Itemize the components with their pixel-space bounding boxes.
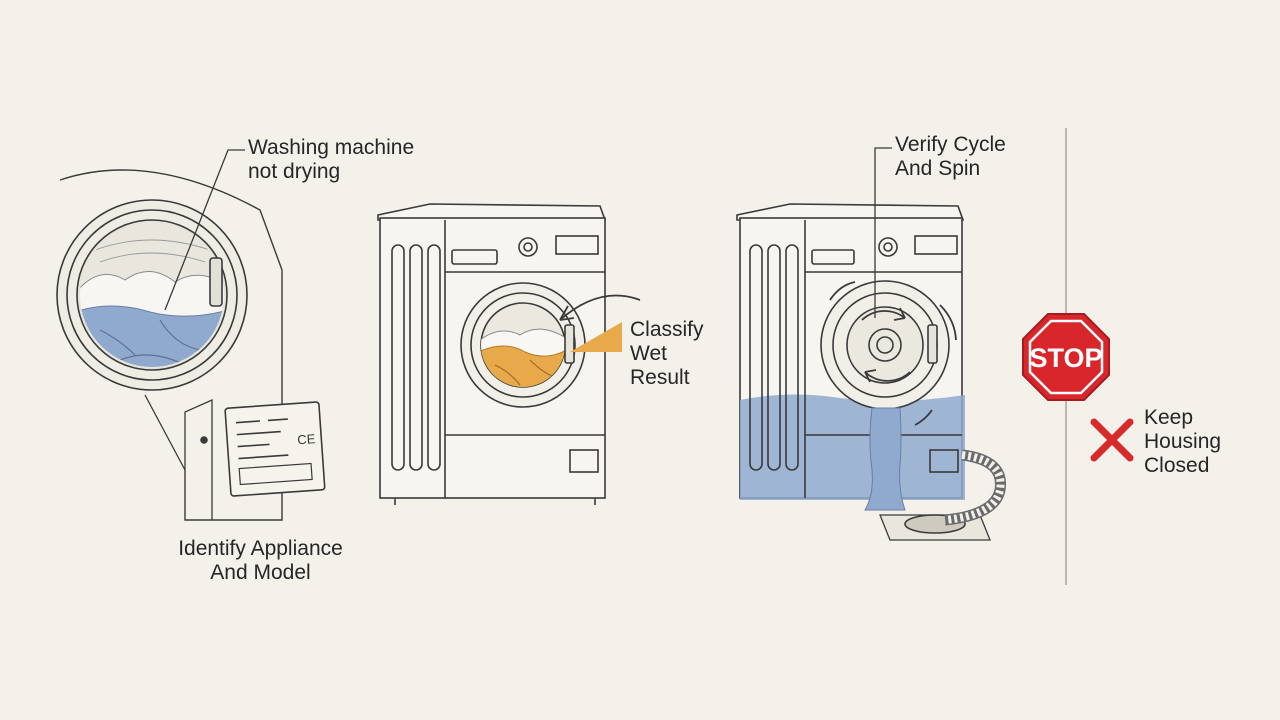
drain-hose [944, 449, 1007, 526]
wet-indicator-wedge [570, 322, 622, 352]
panel-classify [377, 203, 641, 505]
label-classify: Classify Wet Result [630, 318, 704, 389]
label-identify: Identify Appliance And Model [178, 537, 343, 584]
symptom-leader-line [164, 149, 245, 311]
label-verify: Verify Cycle And Spin [895, 133, 1006, 180]
label-keep-housing-closed: Keep Housing Closed [1144, 406, 1222, 477]
flood-water [740, 394, 965, 500]
water-leak [864, 407, 906, 511]
x-mark-icon [1090, 418, 1134, 462]
stop-sign-text: STOP [1029, 343, 1102, 373]
stop-sign-icon: STOP [1022, 313, 1110, 401]
rating-plate: CE [224, 401, 326, 497]
verify-leader-line [874, 147, 892, 318]
curved-arrow-icon [559, 294, 641, 321]
ce-mark: CE [297, 431, 316, 447]
panel-verify [736, 147, 1007, 541]
panel-identify: CE [56, 149, 326, 521]
spin-arrows-icon [829, 281, 957, 426]
label-symptom: Washing machine not drying [248, 136, 415, 183]
